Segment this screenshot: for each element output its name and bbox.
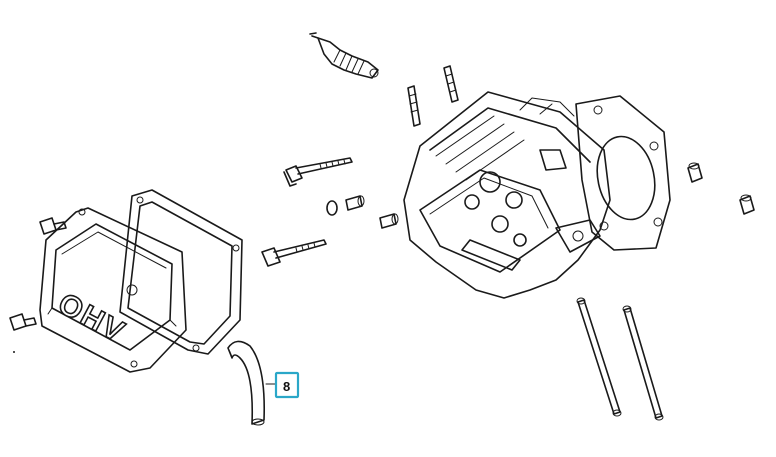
head-gasket-icon [575, 95, 671, 251]
valve-cover-icon [39, 207, 187, 373]
dowel-pin-icon [326, 195, 399, 229]
breather-tube-icon [227, 340, 266, 426]
dowel-pin-icon [407, 65, 459, 127]
cylinder-head-icon [403, 91, 611, 299]
bolt-icon [283, 157, 353, 187]
callout-label: 8 [283, 379, 290, 394]
stray-dot [13, 351, 15, 353]
push-rod-icon [576, 297, 664, 421]
bolt-icon [261, 239, 327, 267]
valve-cover-gasket-icon [119, 189, 243, 355]
callout-badge[interactable]: 8 [274, 371, 300, 399]
dowel-pin-icon [687, 162, 755, 215]
cover-logo-text: OHV [53, 287, 131, 349]
spark-plug-icon [309, 32, 379, 79]
callout-box[interactable] [274, 371, 300, 399]
